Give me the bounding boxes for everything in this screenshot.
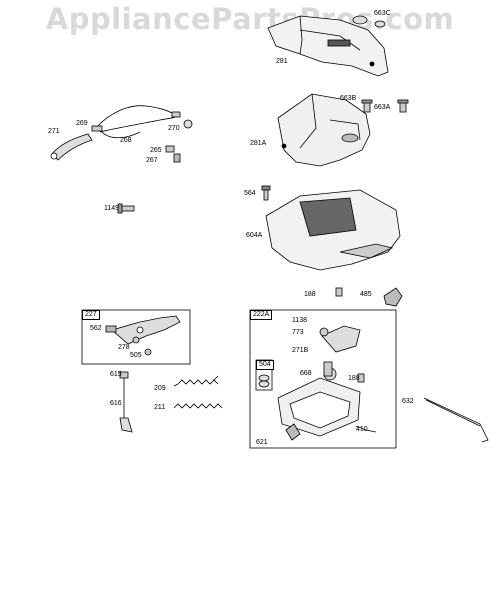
shroud-281a-shape [277,93,371,167]
rod-632-shape [423,397,489,443]
label-564: 564 [244,190,256,197]
label-270: 270 [168,125,180,132]
screw-663b-shape [361,99,373,113]
label-1149: 1149 [104,205,120,212]
label-505: 505 [130,352,142,359]
label-269: 269 [76,120,88,127]
label-267: 267 [146,157,158,164]
watermark: AppliancePartsPros.com [45,2,455,36]
label-265: 265 [150,147,162,154]
governor-bracket-shape [277,325,377,441]
box-label-504: 504 [256,360,274,370]
label-188-box: 188 [348,375,360,382]
label-663b: 663B [340,95,357,102]
label-268: 268 [120,137,132,144]
label-209: 209 [154,385,166,392]
kit-227-box [81,309,191,365]
label-410: 410 [356,426,368,433]
screw-188-shape [335,287,343,297]
label-632: 632 [402,398,414,405]
part-504-shape [258,374,270,388]
clip-485-shape [383,287,403,307]
label-281a: 281A [250,140,267,147]
label-615: 615 [110,371,122,378]
label-278: 278 [118,344,130,351]
label-1138: 1138 [292,317,308,324]
rod-616-shape [119,371,133,433]
label-281: 281 [276,58,288,65]
spring-209-shape [173,375,219,387]
screw-267-shape [173,153,181,163]
nut-270-shape [183,119,193,129]
label-188-top: 188 [304,291,316,298]
screw-663a-shape [397,99,409,113]
label-668: 668 [300,370,312,377]
cable-269-shape [91,105,181,139]
label-604a: 604A [246,232,263,239]
box-label-222a: 222A [250,310,273,320]
label-616: 616 [110,400,122,407]
lever-assembly-227-shape [105,315,181,356]
label-621: 621 [256,439,268,446]
bolt-1149-shape [117,203,135,214]
part-663c-shape [352,15,386,28]
cover-604a-shape [265,189,401,271]
screw-564-shape [261,185,271,201]
clip-265-shape [165,145,175,153]
label-663c: 663C [374,10,391,17]
label-271b: 271B [292,347,309,354]
label-773: 773 [292,329,304,336]
blower-housing-281-shape [267,15,389,77]
label-562: 562 [90,325,102,332]
label-485: 485 [360,291,372,298]
lever-271-shape [50,133,93,161]
label-211: 211 [154,404,166,411]
spring-211-shape [173,403,223,409]
label-271: 271 [48,128,60,135]
box-label-227: 227 [82,310,100,320]
label-663a: 663A [374,104,391,111]
kit-222a-box [249,309,397,449]
